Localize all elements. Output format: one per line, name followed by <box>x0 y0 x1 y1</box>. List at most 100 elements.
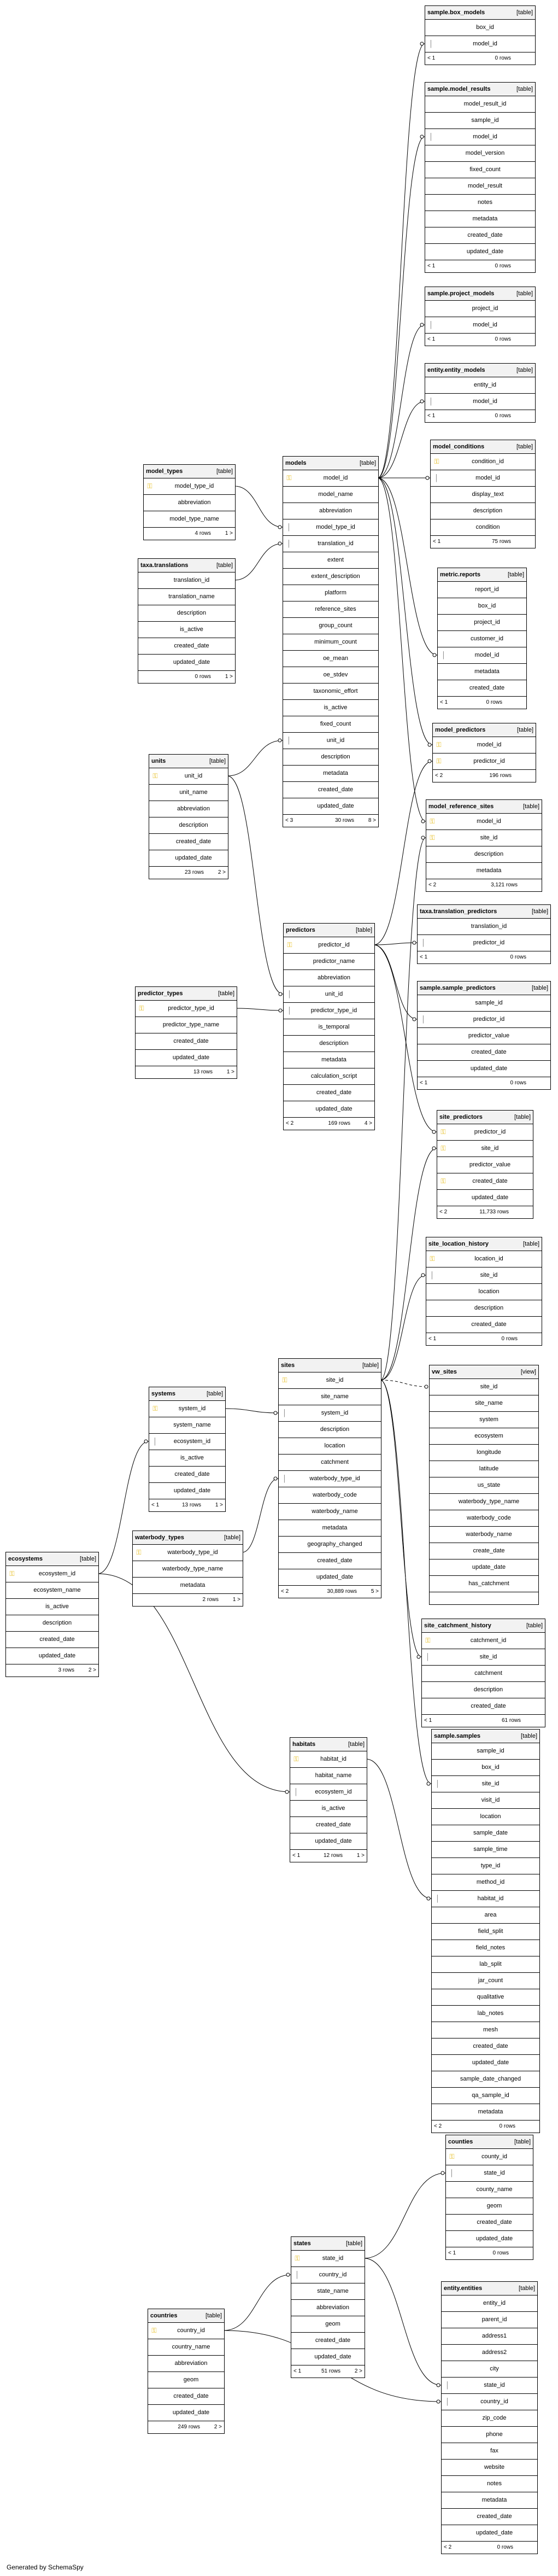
column-row[interactable]: model_result <box>425 178 535 195</box>
column-row[interactable]: update_date <box>430 1559 538 1576</box>
column-row[interactable]: ⚿model_id <box>426 814 542 830</box>
column-row[interactable]: waterbody_type_name <box>430 1494 538 1510</box>
column-row[interactable]: created_date <box>425 227 535 244</box>
column-row[interactable]: box_id <box>432 1760 539 1776</box>
column-row[interactable]: oe_stdev <box>283 667 378 684</box>
column-row[interactable]: waterbody_code <box>430 1510 538 1527</box>
table-name[interactable]: entity.entities <box>444 2285 483 2292</box>
column-row[interactable]: sample_id <box>425 113 535 129</box>
column-row[interactable]: updated_date <box>425 244 535 260</box>
column-row[interactable]: geography_changed <box>279 1537 381 1553</box>
column-row[interactable]: reference_sites <box>283 601 378 618</box>
column-row[interactable]: updated_date <box>149 850 228 867</box>
column-row[interactable]: calculation_script <box>284 1068 374 1085</box>
column-row[interactable]: ⚿predictor_id <box>284 937 374 954</box>
table-header[interactable]: entity.entities[table] <box>442 2282 537 2295</box>
column-row[interactable]: entity_id <box>442 2295 537 2312</box>
table-header[interactable]: sites[table] <box>279 1359 381 1372</box>
column-row[interactable]: │ecosystem_id <box>149 1434 225 1450</box>
column-row[interactable]: sample_id <box>418 995 550 1012</box>
column-row[interactable]: description <box>283 749 378 766</box>
column-row[interactable]: ⚿predictor_id <box>437 1124 533 1141</box>
column-row[interactable]: │ecosystem_id <box>290 1784 367 1801</box>
table-header[interactable]: units[table] <box>149 755 228 768</box>
column-row[interactable]: predictor_name <box>284 954 374 970</box>
table-header[interactable]: waterbody_types[table] <box>133 1531 243 1545</box>
table-header[interactable]: sample.sample_predictors[table] <box>418 982 550 995</box>
column-row[interactable]: field_notes <box>432 1940 539 1956</box>
column-row[interactable]: created_date <box>149 1467 225 1483</box>
column-row[interactable]: parent_id <box>442 2312 537 2328</box>
column-row[interactable]: abbreviation <box>283 503 378 519</box>
column-row[interactable]: ⚿condition_id <box>431 454 535 470</box>
column-row[interactable]: field_split <box>432 1924 539 1940</box>
column-row[interactable]: visit_id <box>432 1792 539 1809</box>
column-row[interactable]: │predictor_id <box>418 1012 550 1028</box>
column-row[interactable]: jar_count <box>432 1973 539 1989</box>
table-header[interactable]: site_location_history[table] <box>426 1237 542 1251</box>
column-row[interactable]: unit_name <box>149 785 228 801</box>
column-row[interactable]: notes <box>442 2476 537 2492</box>
column-row[interactable]: sample_date_changed <box>432 2071 539 2088</box>
column-row[interactable]: translation_id <box>418 919 550 935</box>
column-row[interactable]: waterbody_name <box>430 1527 538 1543</box>
column-row[interactable]: project_id <box>425 301 535 317</box>
column-row[interactable]: county_name <box>446 2182 533 2198</box>
column-row[interactable]: created_date <box>418 1044 550 1061</box>
column-row[interactable]: predictor_value <box>418 1028 550 1044</box>
table-name[interactable]: model_predictors <box>435 727 486 733</box>
column-row[interactable]: geom <box>446 2198 533 2215</box>
table-header[interactable]: model_conditions[table] <box>431 440 535 454</box>
column-row[interactable]: create_date <box>430 1543 538 1559</box>
column-row[interactable]: geom <box>148 2372 224 2388</box>
column-row[interactable]: city <box>442 2361 537 2378</box>
column-row[interactable]: is_active <box>149 1450 225 1467</box>
column-row[interactable]: model_result_id <box>425 96 535 113</box>
column-row[interactable]: sample_date <box>432 1825 539 1842</box>
table-site-predictors[interactable]: site_predictors[table]⚿predictor_id⚿site… <box>437 1110 533 1219</box>
column-row[interactable]: location <box>426 1284 542 1300</box>
column-row[interactable]: abbreviation <box>148 2356 224 2372</box>
column-row[interactable]: waterbody_code <box>279 1487 381 1504</box>
column-row[interactable]: │model_id <box>425 36 535 52</box>
column-row[interactable]: abbreviation <box>149 801 228 817</box>
table-name[interactable]: systems <box>151 1391 176 1397</box>
column-row[interactable]: box_id <box>438 598 526 615</box>
column-row[interactable]: metadata <box>283 766 378 782</box>
column-row[interactable]: is_active <box>6 1599 98 1615</box>
column-row[interactable]: created_date <box>426 1317 542 1333</box>
column-row[interactable]: created_date <box>279 1553 381 1569</box>
column-row[interactable]: ⚿state_id <box>291 2251 365 2267</box>
table-name[interactable]: predictor_types <box>138 990 183 997</box>
column-row[interactable]: description <box>138 605 235 622</box>
table-name[interactable]: model_reference_sites <box>428 803 494 810</box>
table-project-models[interactable]: sample.project_models[table]project_id│m… <box>425 287 536 346</box>
table-name[interactable]: sample.box_models <box>427 9 485 16</box>
table-header[interactable]: taxa.translations[table] <box>138 559 235 573</box>
column-row[interactable]: │site_id <box>422 1649 545 1666</box>
column-row[interactable]: updated_date <box>442 2525 537 2542</box>
table-box-models[interactable]: sample.box_models[table]box_id│model_id<… <box>425 5 536 65</box>
column-row[interactable]: system_name <box>149 1417 225 1434</box>
column-row[interactable]: updated_date <box>418 1061 550 1077</box>
column-row[interactable]: qualitative <box>432 1989 539 2006</box>
column-row[interactable]: system <box>430 1412 538 1428</box>
column-row[interactable]: report_id <box>438 582 526 598</box>
column-row[interactable]: ⚿country_id <box>148 2323 224 2339</box>
table-name[interactable]: sample.sample_predictors <box>420 985 496 991</box>
column-row[interactable]: updated_date <box>290 1833 367 1850</box>
column-row[interactable]: created_date <box>438 680 526 697</box>
column-row[interactable]: predictor_value <box>437 1157 533 1173</box>
table-sample-predictors[interactable]: sample.sample_predictors[table]sample_id… <box>417 981 551 1090</box>
column-row[interactable]: mesh <box>432 2022 539 2038</box>
column-row[interactable]: longitude <box>430 1445 538 1461</box>
column-row[interactable]: metadata <box>438 664 526 680</box>
column-row[interactable]: is_active <box>290 1801 367 1817</box>
column-row[interactable]: state_name <box>291 2283 365 2300</box>
table-header[interactable]: ecosystems[table] <box>6 1552 98 1566</box>
table-header[interactable]: habitats[table] <box>290 1738 367 1751</box>
